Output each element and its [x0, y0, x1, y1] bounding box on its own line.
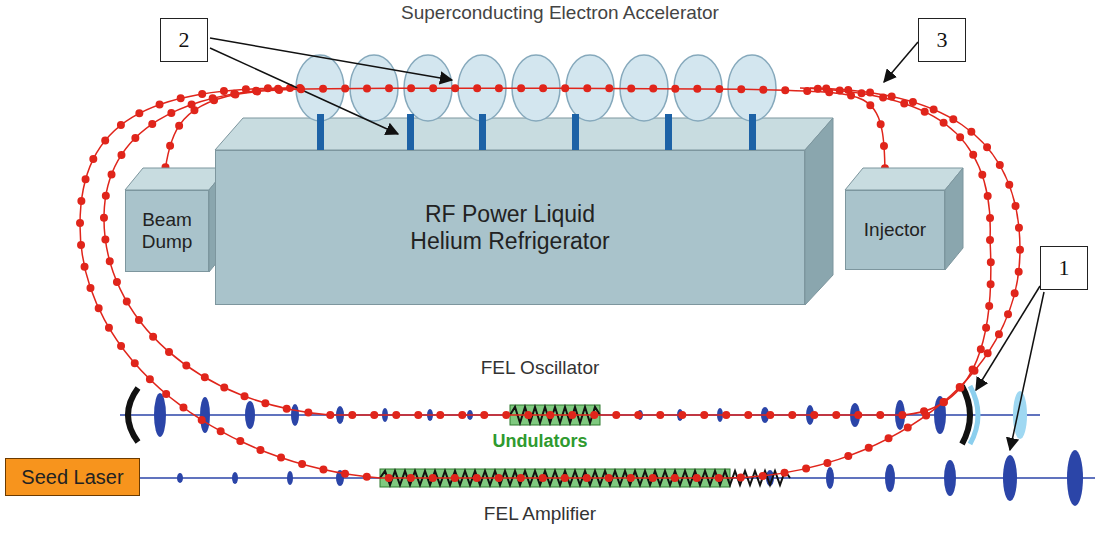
rf-feed [749, 114, 756, 150]
rf-feed [317, 114, 324, 150]
electron-beam [80, 88, 1020, 478]
box-side-face [945, 168, 963, 270]
leader-line [210, 38, 452, 80]
light-pulse [944, 460, 956, 496]
box-side-face [805, 118, 833, 305]
electron-bunches [104, 88, 991, 415]
rf-feed [479, 114, 486, 150]
box-label: Beam Dump [126, 209, 208, 253]
refrigerator-box: RF Power Liquid Helium Refrigerator [215, 150, 805, 305]
seed-laser-box: Seed Laser [5, 458, 140, 496]
electron-bunches [80, 88, 1020, 478]
injector-box: Injector [845, 190, 945, 270]
beam-dump-box: Beam Dump [125, 190, 209, 272]
light-pulse [287, 471, 293, 485]
callout-number: 2 [160, 18, 208, 62]
leader-line [976, 286, 1040, 390]
cavity-mirror [128, 388, 138, 442]
box-top-face [215, 118, 833, 150]
light-pulse [1067, 450, 1083, 506]
light-pulse [232, 472, 238, 484]
electron-beam [104, 88, 991, 415]
rf-feed [407, 114, 414, 150]
section-label: FEL Amplifier [484, 503, 596, 525]
light-pulse [291, 404, 299, 426]
output-pulse [1013, 391, 1027, 439]
cavity-mirror [962, 386, 970, 444]
light-pulse [154, 393, 166, 437]
rf-feed [665, 114, 672, 150]
light-pulse [200, 397, 210, 433]
callout-number: 3 [918, 18, 966, 62]
light-pulse [177, 473, 183, 483]
box-label: Injector [864, 219, 926, 241]
section-label: Undulators [492, 431, 587, 452]
leader-line [884, 42, 918, 82]
box-top-face [845, 168, 963, 190]
light-pulse [1003, 455, 1017, 501]
mirror-coating [970, 386, 978, 444]
callout-number: 1 [1040, 246, 1088, 290]
box-label: RF Power Liquid Helium Refrigerator [345, 201, 675, 254]
section-heading: Superconducting Electron Accelerator [401, 2, 719, 24]
leader-line [1010, 292, 1044, 450]
rf-feed [572, 114, 579, 150]
section-label: FEL Oscillator [481, 357, 600, 379]
light-pulse [826, 467, 834, 489]
light-pulse [245, 401, 255, 429]
light-pulse [885, 464, 895, 492]
box-label: Seed Laser [21, 466, 123, 489]
cavity-cell [728, 55, 776, 121]
